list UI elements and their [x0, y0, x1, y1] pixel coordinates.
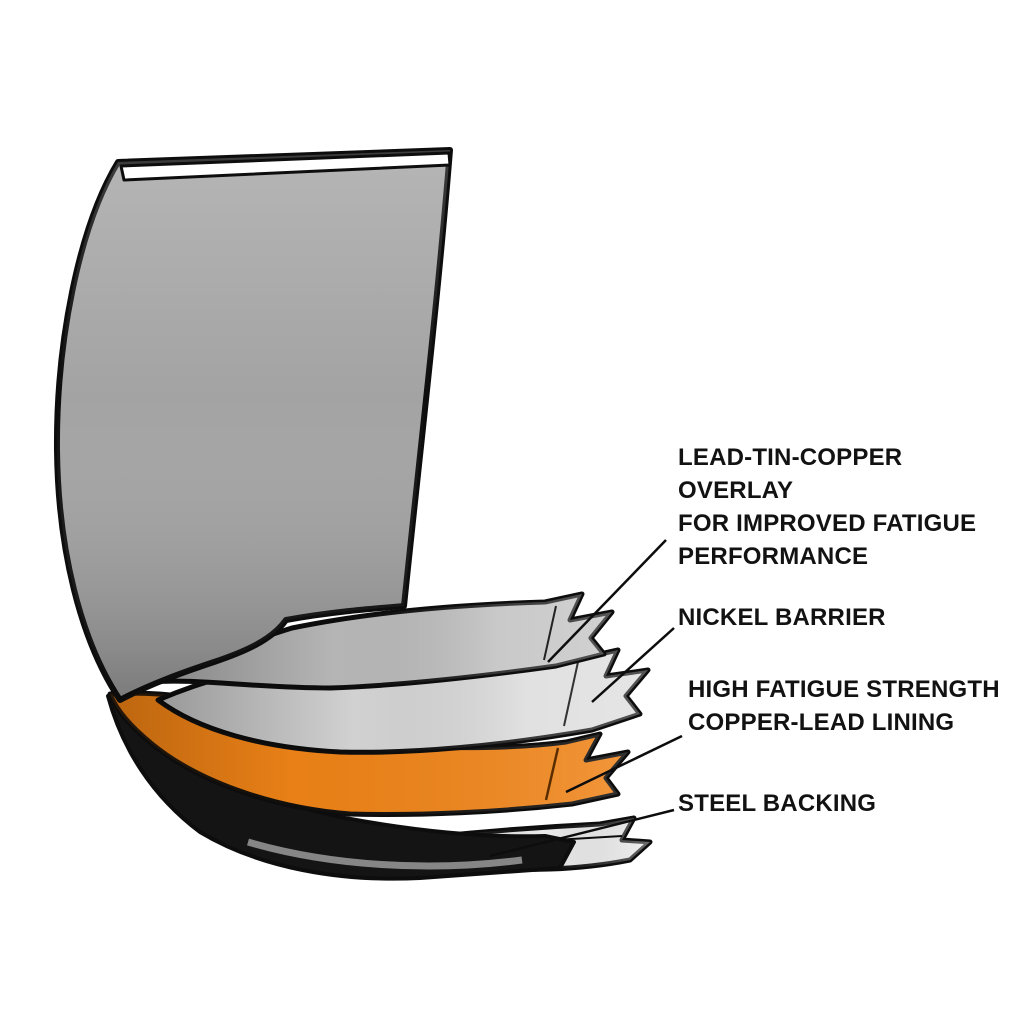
leader-line-steel — [489, 808, 675, 858]
leader-line-overlay — [547, 539, 667, 663]
label-lead-tin-copper-overlay: LEAD-TIN-COPPER OVERLAY FOR IMPROVED FAT… — [678, 444, 977, 570]
label-copper-lead-lining: HIGH FATIGUE STRENGTH COPPER-LEAD LINING — [688, 676, 1000, 736]
label-nickel-barrier: NICKEL BARRIER — [678, 604, 886, 631]
shell-top-edge-strip — [119, 151, 452, 182]
steel-backing-edge-highlight — [247, 838, 523, 870]
label-steel-backing: STEEL BACKING — [678, 790, 877, 817]
overlay-layer-shading — [150, 594, 612, 688]
leader-line-nickel — [591, 627, 675, 703]
bearing-shell-face-shading — [56, 150, 450, 700]
nickel-fold-line — [563, 661, 579, 727]
copper-lead-fold-line — [544, 747, 560, 801]
leader-line-copper-lead — [565, 734, 683, 794]
overlay-fold-line — [543, 605, 557, 661]
